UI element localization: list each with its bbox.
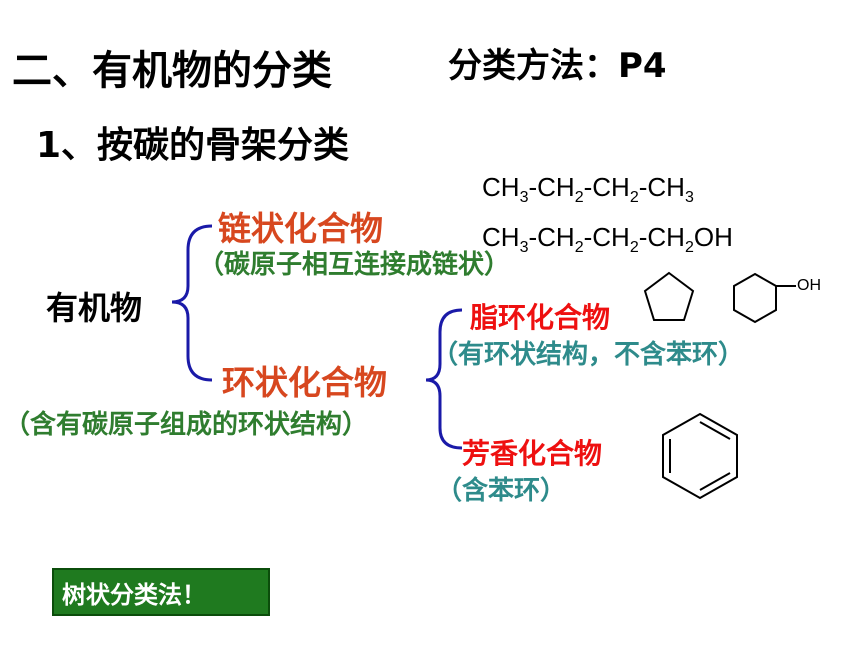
benzene-double-bond-1 (699, 421, 731, 440)
section-subtitle: 1、按碳的骨架分类 (36, 125, 350, 166)
method-reference: 分类方法：P4 (448, 46, 667, 86)
tree-classification-button[interactable]: 树状分类法！ (52, 568, 270, 616)
aromatic-compounds-note: （含苯环） (436, 476, 567, 506)
ring-compounds-note: （含有碳原子组成的环状结构） (4, 410, 369, 440)
brace-main (171, 224, 213, 382)
chain-compounds-note: （碳原子相互连接成链状） (198, 250, 511, 280)
hydroxyl-label: OH (797, 277, 821, 294)
ring-compounds-label: 环状化合物 (222, 363, 387, 402)
root-organic-compounds: 有机物 (46, 289, 143, 327)
cyclopentane-structure (643, 271, 695, 321)
chain-compounds-label: 链状化合物 (218, 209, 383, 248)
cyclohexanol-structure (733, 272, 777, 324)
formula-alkane: CH3-CH2-CH2-CH3 (482, 172, 694, 206)
alicyclic-compounds-note: （有环状结构，不含苯环） (432, 340, 745, 370)
aromatic-compounds-label: 芳香化合物 (462, 437, 603, 470)
benzene-structure (662, 412, 738, 500)
formula-alcohol: CH3-CH2-CH2-CH2OH (482, 222, 733, 256)
alicyclic-compounds-label: 脂环化合物 (470, 301, 611, 334)
page-title: 二、有机物的分类 (12, 48, 332, 94)
benzene-double-bond-2 (699, 472, 731, 491)
brace-ring (425, 308, 463, 450)
